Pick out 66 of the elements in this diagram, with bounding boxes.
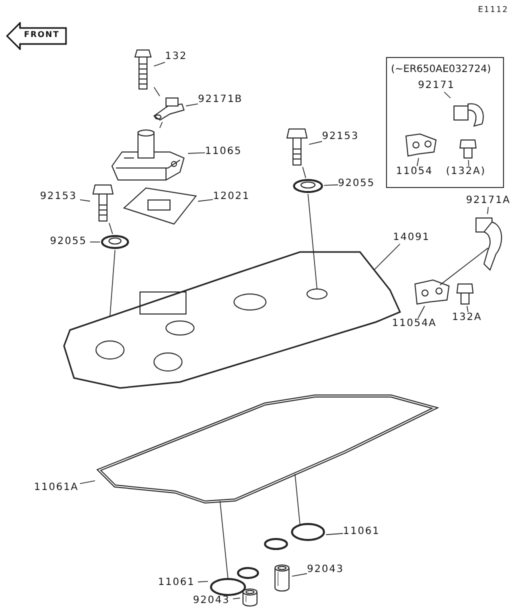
assembly-line [220,500,228,580]
gasket-plate-drawing [122,186,198,226]
leader-line [374,244,400,270]
assembly-line [108,222,113,234]
leader-line [444,92,451,98]
assembly-line [154,86,160,96]
part-number: 11054A [392,318,437,330]
part-number: 132A [452,312,482,324]
part-number: 92055 [338,178,375,190]
washer-drawing [292,178,324,194]
assembly-line [110,250,116,316]
part-number: 92171A [466,195,511,207]
bolt-drawing [455,282,475,306]
leader-line [466,306,468,312]
leader-line [326,533,344,536]
leader-line [198,581,208,582]
part-number: 92055 [50,236,87,248]
leader-line [80,199,90,202]
plug-hole-gasket-drawing [262,522,326,552]
part-number: 92171 [418,80,455,92]
leader-line [188,152,206,154]
assembly-line [159,122,163,128]
serial-range-note: (~ER650AE032724) [391,64,491,76]
part-number: 12021 [213,191,250,203]
part-number: 11065 [205,146,242,158]
bracket-drawing [413,278,451,306]
leader-line [418,306,425,318]
washer-drawing [100,234,130,250]
bolt-drawing [458,138,478,160]
part-number: (132A) [446,166,486,178]
dowel-pin-drawing [240,587,260,607]
bolt-drawing [132,48,154,92]
part-number: 92171B [198,94,243,106]
bolt-drawing [90,183,116,223]
assembly-line [302,166,306,178]
front-label: FRONT [24,30,60,40]
dowel-pin-drawing [272,563,292,593]
part-number: 11061 [343,526,380,538]
part-number: 92153 [40,191,77,203]
leader-line [308,141,322,145]
drawing-number: E1112 [478,4,508,16]
bolt-drawing [285,127,309,167]
leader-line [154,62,166,67]
leader-line [468,160,470,166]
part-number: 92043 [307,564,344,576]
assembly-line [440,248,488,286]
inset-frame [386,57,504,188]
leader-line [80,480,96,484]
part-number: 11061 [158,577,195,589]
leader-line [324,184,338,186]
leader-line [292,573,308,577]
part-number: 11061A [34,482,79,494]
part-number: 14091 [393,232,430,244]
part-number: 92043 [193,595,230,607]
part-number: 11054 [396,166,433,178]
leader-line [416,158,419,166]
leader-line [232,598,240,600]
part-number: 132 [165,51,188,63]
assembly-line [294,474,300,526]
leader-line [186,104,198,106]
bracket-drawing [404,132,438,158]
assembly-line [308,194,318,290]
leader-line [487,206,489,214]
leader-line [198,199,214,202]
part-number: 92153 [322,131,359,143]
head-cover-gasket-drawing [95,392,440,504]
